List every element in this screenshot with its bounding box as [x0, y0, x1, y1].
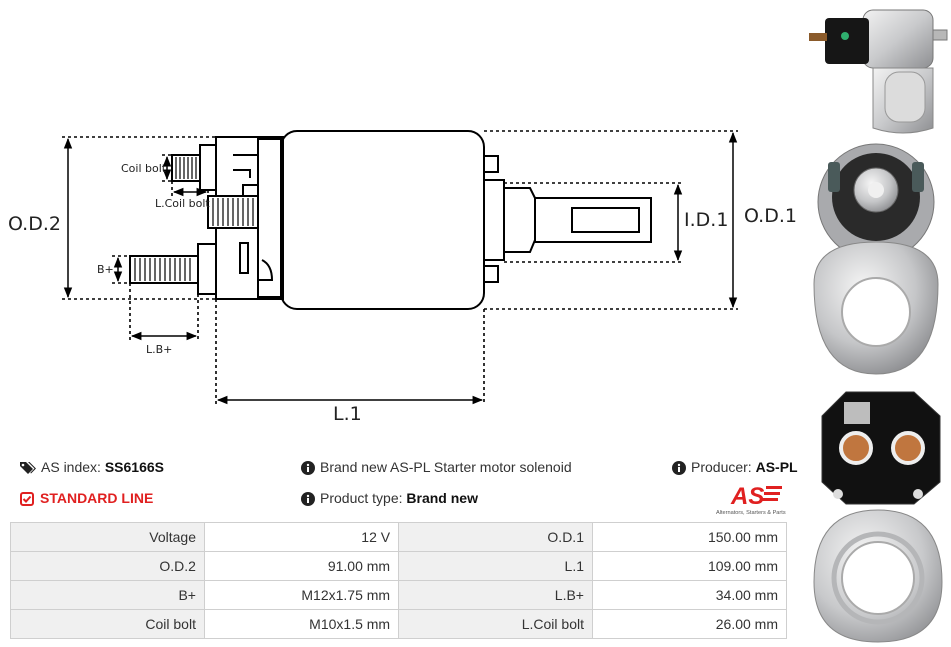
spec-value: 12 V	[203, 522, 400, 552]
l1-label: L.1	[333, 403, 362, 425]
spec-key: Coil bolt	[10, 609, 205, 639]
specification-table: Voltage 12 V O.D.1 150.00 mm O.D.2 91.00…	[10, 522, 787, 639]
coil-bolt-thread	[171, 154, 201, 182]
product-photo-side	[809, 9, 948, 134]
as-pl-logo: AS Alternators, Starters & Parts	[716, 483, 786, 516]
spec-key: L.Coil bolt	[398, 609, 593, 639]
spec-key: B+	[10, 580, 205, 610]
spec-value: 26.00 mm	[592, 609, 787, 639]
producer-label: Producer:	[691, 459, 752, 475]
l-coil-bolt-label: L.Coil bolt	[155, 197, 210, 210]
table-row: B+ M12x1.75 mm L.B+ 34.00 mm	[10, 580, 787, 610]
plunger-slot	[571, 207, 640, 233]
product-photo-front	[813, 391, 943, 643]
table-row: Voltage 12 V O.D.1 150.00 mm	[10, 522, 787, 552]
logo-text: AS	[730, 483, 764, 510]
spec-value: 109.00 mm	[592, 551, 787, 581]
info-circle-icon	[672, 461, 686, 476]
b-plus-label: B+	[97, 263, 114, 276]
product-type-label: Product type:	[320, 490, 403, 506]
as-index: AS index: SS6166S	[20, 459, 164, 475]
spec-value: 150.00 mm	[592, 522, 787, 552]
solenoid-body	[280, 130, 485, 310]
description-text: Brand new AS-PL Starter motor solenoid	[320, 459, 572, 475]
info-circle-icon	[301, 461, 315, 476]
spec-key: L.1	[398, 551, 593, 581]
tags-icon	[20, 462, 36, 475]
plunger-collar	[483, 179, 505, 261]
standard-line-badge: STANDARD LINE	[20, 490, 154, 507]
terminal-housing-inner	[257, 138, 282, 298]
coil-bolt-nut	[199, 144, 217, 191]
info-circle-icon	[301, 492, 315, 507]
l-b-plus-label: L.B+	[146, 343, 172, 356]
spec-value: M12x1.75 mm	[203, 580, 400, 610]
b-plus-nut	[197, 243, 217, 295]
od2-label: O.D.2	[8, 213, 61, 235]
rear-stud-bottom	[483, 265, 499, 283]
spec-key: O.D.2	[10, 551, 205, 581]
as-index-value: SS6166S	[104, 459, 164, 475]
coil-bolt-label: Coil bolt	[121, 162, 167, 175]
standard-line-text: STANDARD LINE	[40, 490, 154, 506]
product-type-value: Brand new	[406, 490, 478, 506]
logo-tagline: Alternators, Starters & Parts	[716, 510, 786, 516]
plunger-neck	[503, 187, 536, 253]
od1-label: O.D.1	[744, 205, 797, 227]
table-row: O.D.2 91.00 mm L.1 109.00 mm	[10, 551, 787, 581]
spec-value: 91.00 mm	[203, 551, 400, 581]
as-index-label: AS index:	[41, 459, 101, 475]
check-square-icon	[20, 492, 34, 507]
spec-key: L.B+	[398, 580, 593, 610]
solenoid-dimension-drawing: O.D.2 O.D.1 I.D.1 L.1 Coil bolt L.Coil b…	[8, 130, 797, 425]
product-description: Brand new AS-PL Starter motor solenoid	[301, 459, 572, 476]
spec-key: O.D.1	[398, 522, 593, 552]
b-plus-thread	[129, 255, 199, 284]
table-row: Coil bolt M10x1.5 mm L.Coil bolt 26.00 m…	[10, 609, 787, 639]
spec-key: Voltage	[10, 522, 205, 552]
producer: Producer: AS-PL	[672, 459, 798, 476]
producer-value: AS-PL	[755, 459, 798, 475]
id1-label: I.D.1	[684, 209, 728, 231]
spec-value: M10x1.5 mm	[203, 609, 400, 639]
rear-stud-top	[483, 155, 499, 173]
product-photo-rear	[813, 143, 939, 375]
spec-value: 34.00 mm	[592, 580, 787, 610]
b-plus-washer	[239, 242, 249, 274]
product-type: Product type: Brand new	[301, 490, 478, 507]
